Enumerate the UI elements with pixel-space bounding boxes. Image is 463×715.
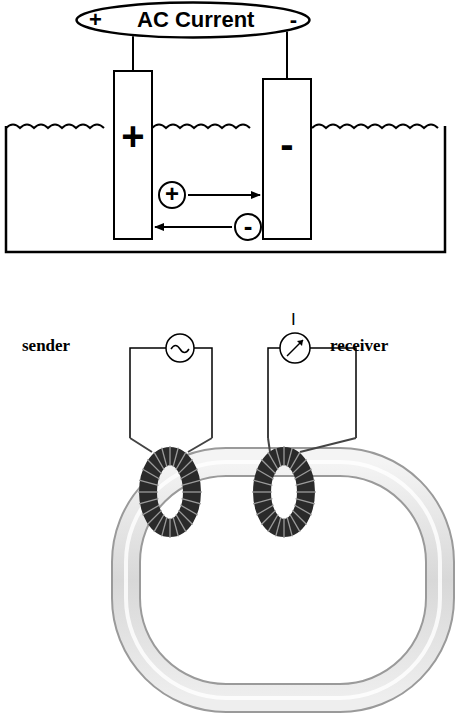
node-text: + [89, 7, 102, 33]
water-surface [6, 125, 438, 129]
ion-flow-arrow [188, 194, 260, 196]
toroid-coils [138, 446, 316, 538]
coil-winding [139, 480, 158, 485]
coil-winding [169, 446, 170, 466]
coil-winding [182, 491, 202, 492]
coil-winding [294, 505, 311, 515]
coil-winding [261, 510, 275, 524]
current-symbol: I [291, 310, 296, 330]
coil-winding [178, 459, 192, 473]
coil-winding [268, 452, 278, 469]
ac-source-ellipse: + AC Current - [75, 1, 311, 39]
coil-winding [173, 517, 178, 536]
cathode-electrode: - [262, 78, 312, 240]
coil-winding [256, 469, 273, 479]
ammeter-needle [287, 340, 303, 356]
coil-winding [180, 505, 197, 515]
coil-winding [173, 448, 178, 467]
coil-winding [253, 499, 272, 504]
coil-winding [162, 448, 167, 467]
conductive-loop [126, 462, 440, 698]
coil-winding [154, 452, 164, 469]
node-text: + [165, 182, 179, 206]
coil-winding [142, 505, 159, 515]
coil-winding [169, 518, 170, 538]
node-text: + [121, 114, 144, 159]
receiver-label: receiver [330, 336, 388, 356]
coil-winding [182, 480, 201, 485]
coil-winding [287, 517, 292, 536]
coil-winding [138, 491, 158, 492]
coil-winding [162, 517, 167, 536]
coil-winding [139, 499, 158, 504]
sender-wire [130, 348, 212, 438]
node-text: - [290, 7, 297, 33]
coil-winding [253, 480, 272, 485]
node-text: - [280, 122, 293, 167]
ammeter-symbol [280, 333, 310, 363]
conductive-loop-fill [126, 462, 440, 698]
node-text: AC Current [137, 7, 254, 33]
anode-electrode: + [113, 70, 153, 240]
coil-winding [292, 459, 306, 473]
coil-winding [294, 469, 311, 479]
ac-source-symbol [166, 334, 194, 362]
ac-source-tilde [171, 346, 189, 353]
loop-highlight [126, 462, 440, 698]
ammeter-needle-head [297, 340, 303, 346]
coil-winding [252, 491, 272, 492]
coil-winding [276, 517, 281, 536]
coil-winding [182, 499, 201, 504]
coil-winding [147, 510, 161, 524]
wire [286, 31, 288, 78]
coil-winding [283, 446, 284, 466]
coil-winding [296, 480, 315, 485]
tank-wall [6, 126, 445, 252]
coil-winding [290, 515, 300, 532]
coil-winding [180, 469, 197, 479]
coil-winding [176, 515, 186, 532]
receiver-wire [268, 348, 356, 438]
coil-winding [142, 469, 159, 479]
coil-winding [296, 491, 316, 492]
coil-winding [283, 518, 284, 538]
anion-circle: - [234, 213, 262, 241]
coil-winding [256, 505, 273, 515]
coil-winding [296, 499, 315, 504]
node-text: - [244, 213, 253, 239]
cation-circle: + [158, 181, 186, 209]
coil-winding [287, 448, 292, 467]
ion-flow-arrow [155, 226, 232, 228]
sender-label: sender [22, 336, 70, 356]
coil-winding [276, 448, 281, 467]
wire [132, 36, 134, 70]
